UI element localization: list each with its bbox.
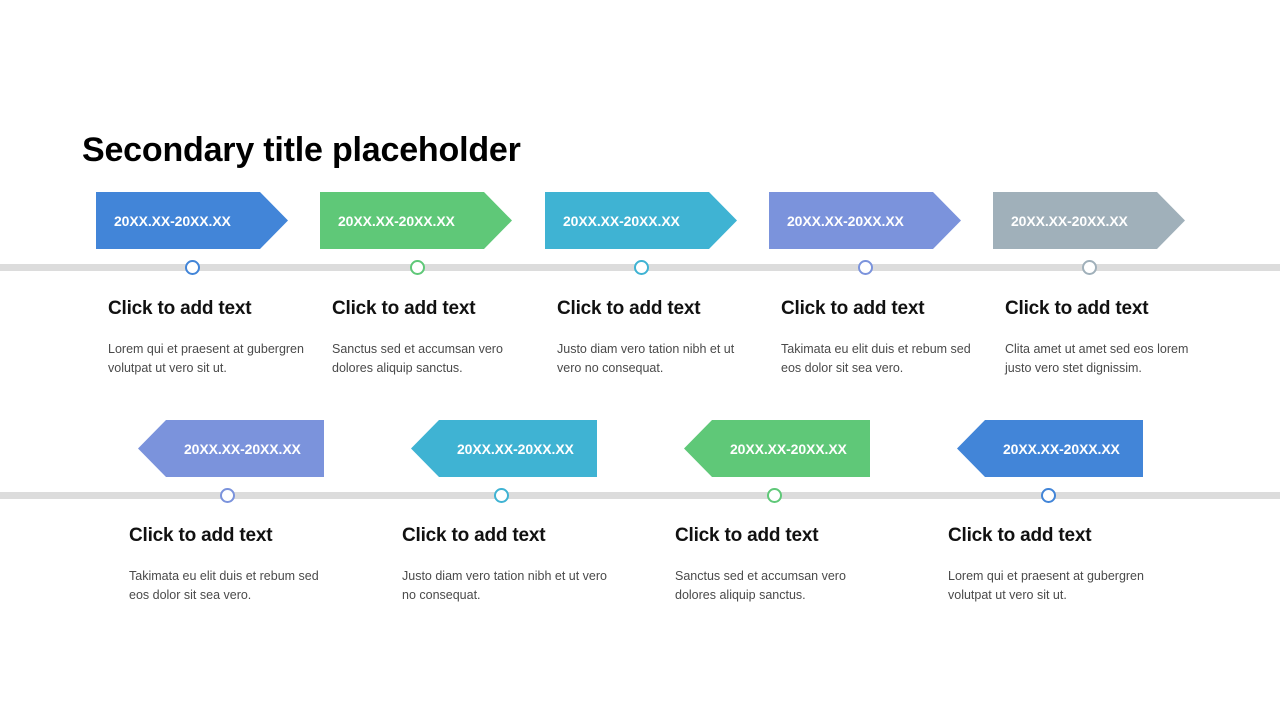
timeline-marker-r2-2	[494, 488, 509, 503]
timeline-date-label: 20XX.XX-20XX.XX	[787, 212, 904, 229]
block-body[interactable]: Clita amet ut amet sed eos lorem justo v…	[1005, 342, 1189, 376]
timeline-arrow-r2-1[interactable]: 20XX.XX-20XX.XX	[138, 420, 324, 477]
timeline-marker-r1-5	[1082, 260, 1097, 275]
block-body[interactable]: Lorem qui et praesent at gubergren volut…	[108, 342, 304, 376]
timeline-date-label: 20XX.XX-20XX.XX	[1011, 212, 1128, 229]
timeline-arrow-r1-2[interactable]: 20XX.XX-20XX.XX	[320, 192, 512, 249]
timeline-text-block-r1-5: Click to add text Clita amet ut amet sed…	[1005, 298, 1205, 379]
timeline-arrow-r1-1[interactable]: 20XX.XX-20XX.XX	[96, 192, 288, 249]
block-body[interactable]: Justo diam vero tation nibh et ut vero n…	[557, 342, 735, 376]
block-heading[interactable]: Click to add text	[948, 525, 1092, 546]
timeline-arrow-r1-4[interactable]: 20XX.XX-20XX.XX	[769, 192, 961, 249]
block-heading[interactable]: Click to add text	[1005, 298, 1149, 319]
timeline-date-label: 20XX.XX-20XX.XX	[1003, 440, 1120, 457]
block-heading[interactable]: Click to add text	[675, 525, 819, 546]
timeline-text-block-r2-4: Click to add text Lorem qui et praesent …	[948, 525, 1158, 606]
block-body[interactable]: Sanctus sed et accumsan vero dolores ali…	[675, 569, 846, 603]
timeline-arrow-r2-2[interactable]: 20XX.XX-20XX.XX	[411, 420, 597, 477]
timeline-date-label: 20XX.XX-20XX.XX	[338, 212, 455, 229]
block-body[interactable]: Sanctus sed et accumsan vero dolores ali…	[332, 342, 503, 376]
timeline-date-label: 20XX.XX-20XX.XX	[563, 212, 680, 229]
timeline-marker-r1-1	[185, 260, 200, 275]
block-body[interactable]: Justo diam vero tation nibh et ut vero n…	[402, 569, 607, 603]
timeline-text-block-r1-3: Click to add text Justo diam vero tation…	[557, 298, 757, 379]
timeline-text-block-r1-2: Click to add text Sanctus sed et accumsa…	[332, 298, 532, 379]
block-heading[interactable]: Click to add text	[781, 298, 925, 319]
block-body[interactable]: Takimata eu elit duis et rebum sed eos d…	[129, 569, 319, 603]
timeline-date-label: 20XX.XX-20XX.XX	[114, 212, 231, 229]
timeline-marker-r2-1	[220, 488, 235, 503]
timeline-marker-r1-2	[410, 260, 425, 275]
timeline-arrow-r2-4[interactable]: 20XX.XX-20XX.XX	[957, 420, 1143, 477]
timeline-text-block-r2-2: Click to add text Justo diam vero tation…	[402, 525, 612, 606]
block-heading[interactable]: Click to add text	[129, 525, 273, 546]
timeline-arrow-r2-3[interactable]: 20XX.XX-20XX.XX	[684, 420, 870, 477]
timeline-date-label: 20XX.XX-20XX.XX	[184, 440, 301, 457]
timeline-text-block-r1-4: Click to add text Takimata eu elit duis …	[781, 298, 981, 379]
timeline-text-block-r2-1: Click to add text Takimata eu elit duis …	[129, 525, 339, 606]
timeline-marker-r1-4	[858, 260, 873, 275]
block-heading[interactable]: Click to add text	[108, 298, 252, 319]
timeline-arrow-r1-5[interactable]: 20XX.XX-20XX.XX	[993, 192, 1185, 249]
block-heading[interactable]: Click to add text	[332, 298, 476, 319]
timeline-marker-r1-3	[634, 260, 649, 275]
timeline-text-block-r1-1: Click to add text Lorem qui et praesent …	[108, 298, 308, 379]
block-heading[interactable]: Click to add text	[557, 298, 701, 319]
block-heading[interactable]: Click to add text	[402, 525, 546, 546]
timeline-date-label: 20XX.XX-20XX.XX	[730, 440, 847, 457]
timeline-marker-r2-4	[1041, 488, 1056, 503]
timeline-rail-row2	[0, 492, 1280, 499]
timeline-arrow-r1-3[interactable]: 20XX.XX-20XX.XX	[545, 192, 737, 249]
page-title: Secondary title placeholder	[82, 131, 521, 169]
timeline-marker-r2-3	[767, 488, 782, 503]
timeline-date-label: 20XX.XX-20XX.XX	[457, 440, 574, 457]
timeline-text-block-r2-3: Click to add text Sanctus sed et accumsa…	[675, 525, 885, 606]
block-body[interactable]: Takimata eu elit duis et rebum sed eos d…	[781, 342, 971, 376]
block-body[interactable]: Lorem qui et praesent at gubergren volut…	[948, 569, 1144, 603]
